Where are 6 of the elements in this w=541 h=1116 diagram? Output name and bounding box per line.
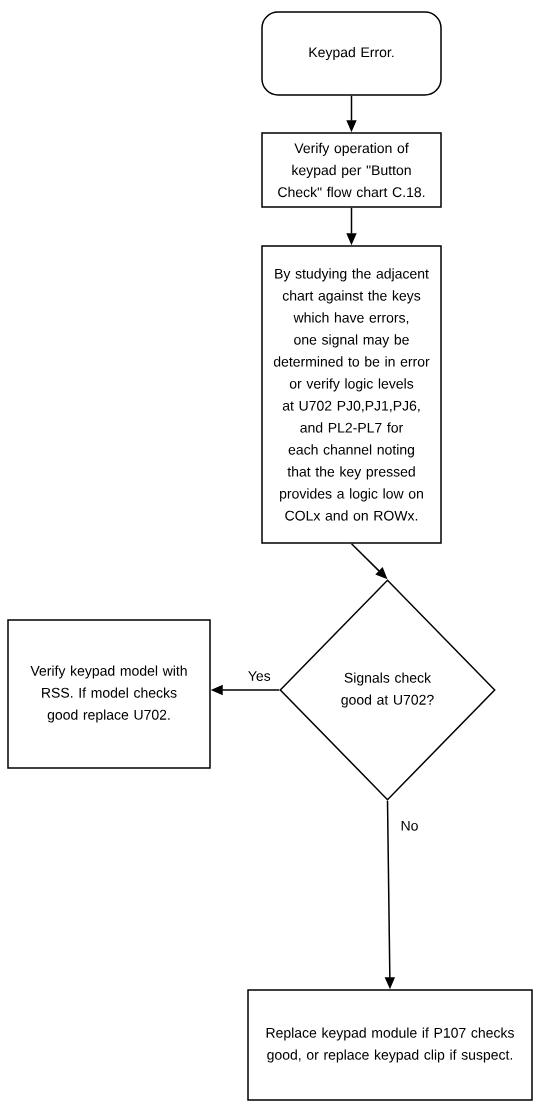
process-box: Replace keypad module if P107 checks good, or replace keypad clip if suspect. xyxy=(247,989,533,1101)
process-box: Verify keypad model with RSS. If model checks good replace U702. xyxy=(7,619,211,769)
terminal-box: Keypad Error. xyxy=(261,11,442,96)
edge-label: Yes xyxy=(246,670,272,682)
process-box: By studying the adjacent chart against the keys which have errors, one signal may be determined to be in error or verify logic levels at U702 PJ0,PJ1,PJ6, and PL2-PL7 for each channel noting that the key pressed provides a logic low on COLx and on ROWx. xyxy=(261,245,442,544)
process-box: Verify operation of keypad per "Button Check" flow chart C.18. xyxy=(261,132,442,208)
